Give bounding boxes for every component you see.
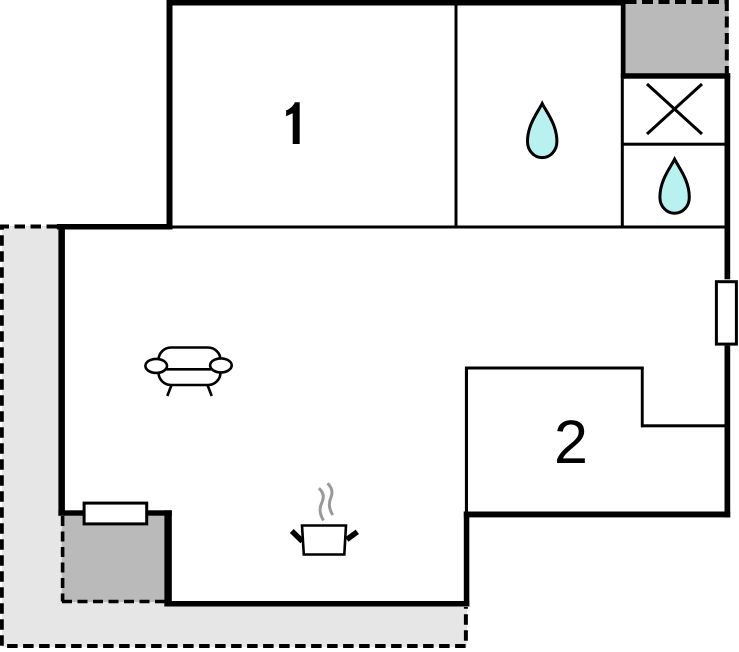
svg-text:2: 2 (554, 408, 588, 476)
